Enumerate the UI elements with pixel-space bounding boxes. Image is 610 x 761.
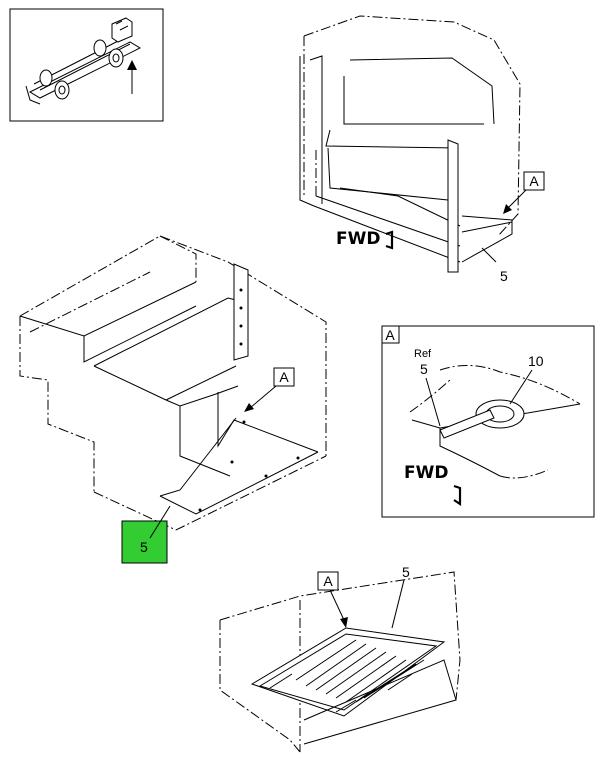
fwd-arrow-icon [385, 230, 394, 250]
callout-a-bottom-label: A [323, 573, 333, 589]
detail-part-10: 10 [528, 353, 544, 369]
vehicle-chassis-icon [25, 17, 142, 105]
leader-5-mid [149, 505, 171, 539]
callout-a-mid: A [244, 367, 295, 412]
leader-5-bottom [391, 579, 405, 629]
detail-frame [381, 325, 595, 518]
leader-5-top [481, 247, 497, 263]
leader-10-detail [509, 369, 533, 405]
detail-part-5: 5 [420, 361, 428, 377]
part-5-highlight[interactable]: 5 [140, 539, 148, 555]
detail-ref: Ref [414, 348, 432, 360]
locator-inset [9, 8, 164, 122]
detail-view-a: A [381, 325, 595, 518]
highlight-box[interactable] [121, 520, 168, 564]
middle-assembly-view [19, 235, 327, 531]
fwd-arrow-detail-icon [453, 484, 462, 507]
highlight-part-5[interactable]: 5 [121, 505, 171, 564]
top-assembly-view [299, 15, 521, 273]
arrow-icon [127, 60, 137, 94]
fwd-label-top: FWD [336, 229, 380, 249]
detail-a-label: A [385, 327, 395, 343]
fwd-label-detail: FWD [404, 463, 448, 483]
callout-a-bottom: A [317, 571, 348, 628]
part-5-top: 5 [500, 268, 508, 284]
callout-a-top: A [503, 171, 545, 214]
part-5-bottom: 5 [402, 564, 410, 580]
callout-a-top-label: A [529, 173, 539, 189]
callout-a-mid-label: A [279, 369, 289, 385]
leader-5-detail [425, 377, 441, 427]
locator-frame [9, 8, 164, 122]
bottom-assembly-view [219, 571, 461, 753]
